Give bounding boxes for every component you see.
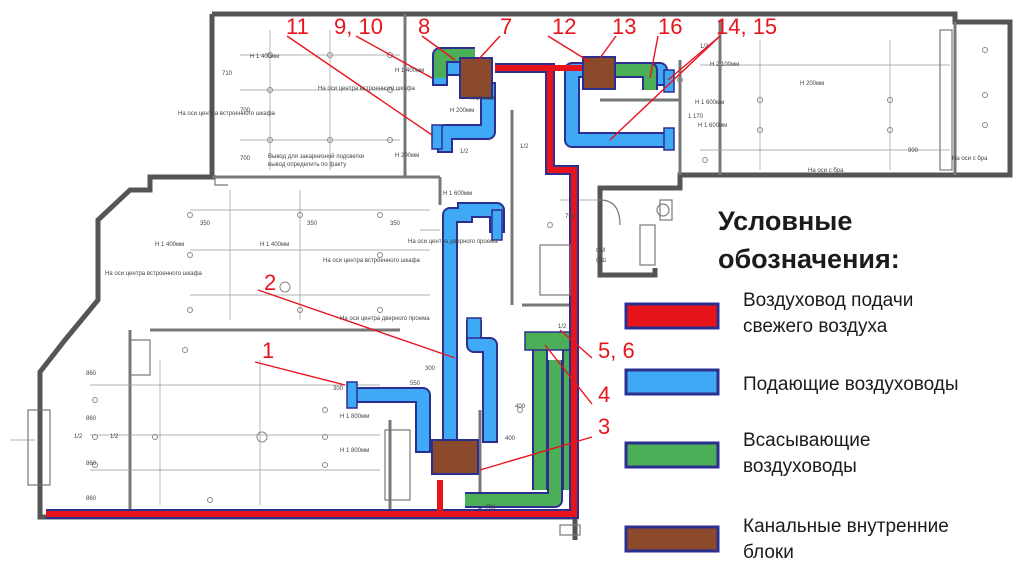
label-h200-b: Н 200мм bbox=[470, 96, 494, 102]
callout-1: 1 bbox=[262, 338, 274, 363]
plan-labels: Н 1 400мм Н 1 400мм Н 1 400мм Н 1 400мм … bbox=[74, 44, 988, 511]
supply-grilles bbox=[346, 69, 675, 409]
callout-2: 2 bbox=[264, 270, 276, 295]
label-half-3: 1/2 bbox=[74, 434, 83, 440]
label-sconce-1: На оси с бра bbox=[808, 168, 844, 174]
callout-7: 7 bbox=[500, 14, 512, 39]
label-h200-d: Н 200мм bbox=[395, 153, 419, 159]
label-half-6: 1/2 bbox=[700, 44, 709, 50]
label-h1400-b: Н 1 400мм bbox=[155, 242, 184, 248]
legend-title-line1: Условные bbox=[718, 206, 852, 236]
callout-8: 8 bbox=[418, 14, 430, 39]
label-room-cu: СШ bbox=[596, 258, 606, 264]
label-h1400-c: Н 1 400мм bbox=[260, 242, 289, 248]
label-door-1: На оси центра дверного проема bbox=[408, 239, 498, 245]
fresh-air-duct-fill bbox=[46, 65, 577, 517]
legend-swatch-supply bbox=[624, 368, 720, 396]
outer-walls bbox=[37, 11, 1013, 540]
label-h1800-a: Н 1 800мм bbox=[340, 414, 369, 420]
label-dim-700-b: 700 bbox=[240, 156, 251, 162]
label-dim-300-b: 300 bbox=[425, 366, 436, 372]
callout-leaders bbox=[254, 35, 721, 471]
label-dim-860-b: 860 bbox=[86, 416, 97, 422]
callout-11: 11 bbox=[286, 14, 309, 39]
callout-3: 3 bbox=[598, 414, 610, 439]
label-dim-550: 550 bbox=[410, 381, 421, 387]
legend-duct-unit-line2: блоки bbox=[743, 542, 794, 563]
label-half-4: 1/2 bbox=[110, 434, 119, 440]
legend-supply-label: Подающие воздуховоды bbox=[743, 374, 959, 395]
callout-13: 13 bbox=[612, 14, 636, 39]
label-h1600-c: Н 1 600мм bbox=[443, 191, 472, 197]
label-dim-350-c: 350 bbox=[390, 221, 401, 227]
label-ceiling-note-1: Вывод для закарнизной подсветки bbox=[268, 153, 364, 160]
callout-5-6: 5, 6 bbox=[598, 338, 635, 363]
duct-unit-3 bbox=[431, 439, 479, 475]
label-wardrobe-2: На оси центра встроенного шкафа bbox=[178, 111, 276, 117]
label-wardrobe-3: На оси центра встроенного шкафа bbox=[105, 271, 203, 277]
label-dim-710: 710 bbox=[222, 71, 233, 77]
callout-4: 4 bbox=[598, 382, 610, 407]
label-h200-c: Н 200мм bbox=[450, 108, 474, 114]
legend-fresh-air-line2: свежего воздуха bbox=[743, 316, 888, 337]
label-sconce-2: На оси с бра bbox=[952, 156, 988, 162]
callout-16: 16 bbox=[658, 14, 682, 39]
label-dim-400-b: 400 bbox=[515, 404, 526, 410]
legend-duct-unit-line1: Канальные внутренние bbox=[743, 516, 949, 537]
legend-suction-line1: Всасывающие bbox=[743, 430, 870, 451]
label-wardrobe-1: На оси центра встроенного шкафа bbox=[318, 86, 416, 92]
callout-numbers: 11 9, 10 8 7 12 13 16 14, 15 2 1 5, 6 4 … bbox=[262, 14, 777, 439]
label-dim-860-a: 860 bbox=[86, 371, 97, 377]
legend-fresh-air-line1: Воздуховод подачи bbox=[743, 290, 913, 311]
legend-swatch-duct-unit bbox=[624, 525, 720, 553]
callout-14-15: 14, 15 bbox=[716, 14, 777, 39]
legend-title-line2: обозначения: bbox=[718, 244, 900, 274]
label-h1600-a: Н 1 600мм bbox=[695, 100, 724, 106]
duct-units bbox=[431, 56, 616, 475]
duct-unit-13 bbox=[582, 56, 616, 90]
ceiling-points bbox=[92, 47, 988, 503]
label-dim-900: 900 bbox=[908, 148, 919, 154]
duct-unit-7 bbox=[459, 57, 493, 99]
label-half-5: 1/2 bbox=[558, 324, 567, 330]
label-h1400-a: Н 1 400мм bbox=[250, 54, 279, 60]
label-dim-300-a: 300 bbox=[333, 386, 344, 392]
legend-swatch-fresh-air bbox=[624, 302, 720, 330]
label-h1800-b: Н 1 800мм bbox=[340, 448, 369, 454]
label-room-pm: ПМ bbox=[486, 505, 495, 511]
label-dim-350-b: 350 bbox=[307, 221, 318, 227]
label-dim-860-d: 860 bbox=[86, 496, 97, 502]
label-dim-750: 750 bbox=[565, 214, 576, 220]
callout-12: 12 bbox=[552, 14, 576, 39]
label-half-1: 1/2 bbox=[460, 149, 469, 155]
label-h1400-d: Н 1 400мм bbox=[395, 68, 424, 74]
label-h200-a: Н 200мм bbox=[800, 81, 824, 87]
label-dim-860-c: 860 bbox=[86, 461, 97, 467]
label-door-2: На оси центра дверного проема bbox=[340, 316, 430, 322]
callout-9-10: 9, 10 bbox=[334, 14, 383, 39]
legend-suction-line2: воздуховоды bbox=[743, 456, 857, 477]
dimension-lines bbox=[10, 30, 950, 505]
label-dim-350-a: 350 bbox=[200, 221, 211, 227]
legend-swatch-suction bbox=[624, 441, 720, 469]
label-dim-1170: 1 170 bbox=[688, 114, 704, 120]
label-wardrobe-4: На оси центра встроенного шкафа bbox=[323, 258, 421, 264]
legend: Условные обозначения: Воздуховод подачи … bbox=[624, 206, 959, 563]
label-half-2: 1/2 bbox=[520, 144, 529, 150]
inner-walls bbox=[128, 14, 957, 517]
label-dim-700-a: 700 bbox=[240, 108, 251, 114]
label-h2100: Н 2 100мм bbox=[710, 62, 739, 68]
label-ceiling-note-2: вывод определить по факту bbox=[268, 162, 346, 168]
fixtures bbox=[27, 29, 953, 536]
label-dim-400-a: 400 bbox=[505, 436, 516, 442]
label-h1600-b: Н 1 600мм bbox=[698, 123, 727, 129]
label-room-cm: СМ bbox=[596, 248, 605, 254]
supply-ducts bbox=[347, 60, 668, 468]
